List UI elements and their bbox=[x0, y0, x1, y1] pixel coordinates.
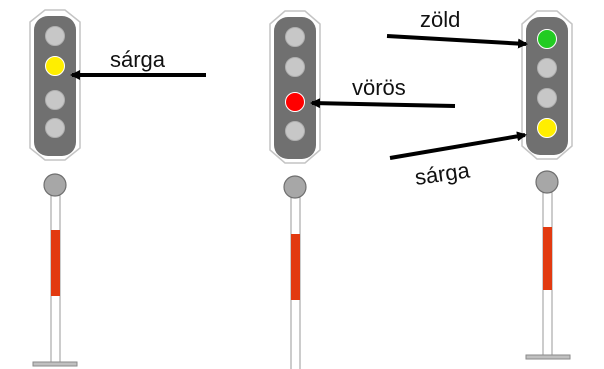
signal-3-lamp-4 bbox=[537, 118, 557, 138]
signal-2: vörös bbox=[269, 10, 456, 369]
signal-1-mast-stripe bbox=[51, 230, 60, 296]
signal-2-mast-stripe bbox=[291, 234, 300, 300]
signal-2-lamp-3 bbox=[285, 92, 305, 112]
signal-2-label-voros: vörös bbox=[352, 75, 406, 100]
signal-1-lamp-4 bbox=[45, 118, 65, 138]
signal-3-arrow-sarga bbox=[389, 131, 527, 160]
signal-3-lamp-2 bbox=[537, 58, 557, 78]
signal-1-label-sarga: sárga bbox=[110, 47, 166, 72]
signal-3-mast-knob bbox=[535, 170, 559, 194]
signal-1-lamp-1 bbox=[45, 26, 65, 46]
signal-2-lamp-1 bbox=[285, 27, 305, 47]
signal-2-mast bbox=[283, 175, 307, 369]
signal-3-lamp-1 bbox=[537, 29, 557, 49]
signal-2-arrow-voros bbox=[310, 98, 456, 109]
signal-2-lamp-4 bbox=[285, 121, 305, 141]
signal-1-lamp-2 bbox=[45, 56, 65, 76]
signal-2-mast-knob bbox=[283, 175, 307, 199]
signal-3-mast bbox=[525, 170, 571, 360]
signal-3-head-body bbox=[526, 17, 568, 155]
signal-1-lamp-3 bbox=[45, 90, 65, 110]
signal-1-head-body bbox=[34, 16, 76, 156]
signal-3: zöld sárga bbox=[386, 7, 573, 360]
signal-3-label-sarga: sárga bbox=[413, 157, 472, 190]
signal-3-label-zold: zöld bbox=[420, 7, 460, 32]
signal-3-head bbox=[521, 10, 573, 160]
signal-2-lamp-2 bbox=[285, 57, 305, 77]
signal-1: sárga bbox=[29, 9, 206, 367]
signal-1-mast-knob bbox=[43, 173, 67, 197]
signal-1-mast bbox=[32, 173, 78, 367]
signal-3-lamp-3 bbox=[537, 88, 557, 108]
signal-3-mast-base bbox=[525, 354, 571, 360]
signal-2-head-body bbox=[274, 17, 316, 159]
signal-3-arrow-zold bbox=[386, 34, 528, 49]
signal-2-head bbox=[269, 10, 321, 164]
signal-1-mast-base bbox=[32, 361, 78, 367]
signal-1-head bbox=[29, 9, 81, 161]
signal-3-mast-stripe bbox=[543, 227, 552, 290]
